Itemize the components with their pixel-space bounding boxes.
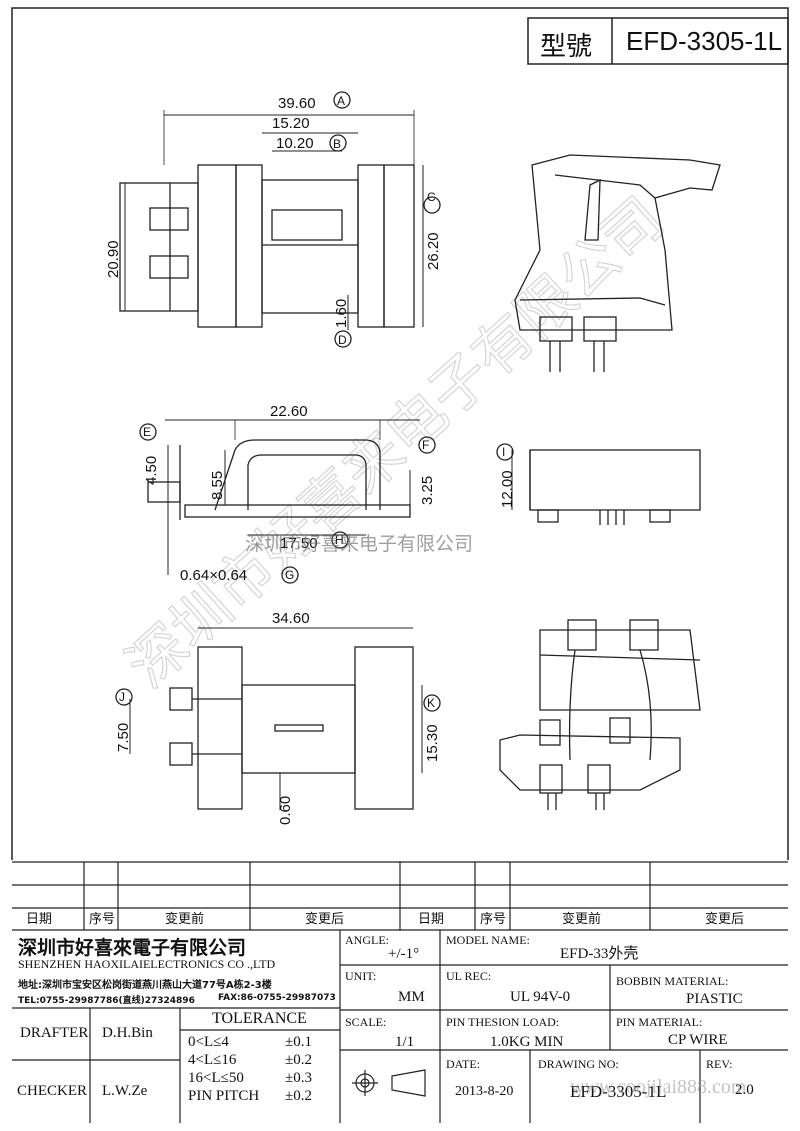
scale-label: SCALE: [345, 1015, 387, 1029]
company-name-cn: 深圳市好喜來電子有限公司 [18, 937, 247, 959]
svg-text:G: G [285, 568, 294, 582]
watermark-overlay: 深圳市好喜来电子有限公司 [245, 533, 473, 555]
dim-bottom-gap: 0.60 [277, 796, 294, 825]
pin-material-value: CP WIRE [668, 1032, 728, 1048]
dim-a: 39.60 [278, 95, 316, 112]
bobbin-material-value: PIASTIC [686, 991, 743, 1007]
side-view-right [496, 443, 701, 525]
dim-bottom-w: 34.60 [272, 610, 310, 627]
company-name-en: SHENZHEN HAOXILAIELECTRONICS CO .,LTD [18, 957, 276, 971]
company-tel: TEL:0755-29987786(直线)27324896 [18, 996, 195, 1006]
company-address: 地址:深圳市宝安区松岗街道燕川燕山大道77号A栋2-3楼 [18, 980, 272, 991]
unit-value: MM [398, 989, 425, 1005]
svg-text:E: E [143, 425, 151, 439]
dim-f: 3.25 [419, 476, 436, 505]
svg-text:I: I [502, 445, 505, 459]
side-view [139, 419, 436, 584]
company-fax: FAX:86-0755-29987073 [218, 993, 336, 1003]
drafter-value: D.H.Bin [102, 1025, 153, 1041]
dim-i: 12.00 [499, 470, 516, 508]
tolerance-range-1: 0<L≤4 [188, 1034, 229, 1050]
rev-header-after-2: 变更后 [705, 911, 745, 926]
rev-header-after-1: 变更后 [305, 911, 345, 926]
dim-b-outer: 15.20 [272, 115, 310, 132]
model-name-label: MODEL NAME: [446, 933, 530, 947]
tolerance-value-2: ±0.2 [285, 1052, 312, 1068]
tolerance-range-2: 4<L≤16 [188, 1052, 237, 1068]
scale-value: 1/1 [395, 1034, 415, 1050]
rev-header-seq-1: 序号 [89, 911, 116, 926]
dim-k: 15.30 [424, 724, 441, 762]
dim-h: 17.50 [280, 535, 318, 552]
dim-d: 1.60 [333, 299, 350, 328]
ul-rec-value: UL 94V-0 [510, 989, 571, 1005]
svg-text:H: H [335, 533, 344, 547]
bottom-view [115, 627, 441, 810]
rev-header-date-1: 日期 [26, 911, 53, 926]
svg-text:F: F [422, 438, 429, 452]
rev-value: 2.0 [735, 1082, 754, 1098]
drawing-no-label: DRAWING NO: [538, 1057, 619, 1071]
angle-value: +/-1° [388, 946, 420, 962]
rev-label: REV: [706, 1057, 733, 1071]
drafter-label: DRAFTER [20, 1025, 89, 1041]
drawing-no-value: EFD-3305-1L [570, 1082, 667, 1101]
dim-j: 7.50 [115, 723, 132, 752]
svg-text:D: D [338, 333, 347, 347]
dim-side-w: 22.60 [270, 403, 308, 420]
front-view [119, 91, 441, 348]
dim-g: 0.64×0.64 [180, 567, 247, 584]
rev-header-seq-2: 序号 [480, 911, 507, 926]
checker-value: L.W.Ze [102, 1083, 148, 1099]
svg-text:J: J [119, 690, 125, 704]
drawing-sheet: 深圳市好喜来电子有限公司 39.60 A 15.20 10.20 B C 26.… [11, 7, 789, 860]
dim-c: 26.20 [425, 232, 442, 270]
rev-header-before-1: 变更前 [165, 911, 205, 926]
tolerance-value-1: ±0.1 [285, 1034, 312, 1050]
model-value: EFD-3305-1L [626, 26, 783, 56]
isometric-view-top [514, 154, 721, 372]
tolerance-label: TOLERANCE [212, 1010, 307, 1027]
rev-header-date-2: 日期 [418, 911, 445, 926]
dim-b: 10.20 [276, 135, 314, 152]
angle-label: ANGLE: [345, 933, 389, 947]
tolerance-value-4: ±0.2 [285, 1088, 312, 1104]
svg-text:A: A [337, 94, 345, 108]
model-header-box [527, 17, 789, 65]
unit-label: UNIT: [345, 969, 377, 983]
dim-e: 4.50 [143, 456, 160, 485]
pin-material-label: PIN MATERIAL: [616, 1015, 703, 1029]
date-value: 2013-8-20 [455, 1084, 514, 1099]
tolerance-range-3: 16<L≤50 [188, 1070, 244, 1086]
model-name-value: EFD-33外壳 [560, 946, 639, 962]
projection-symbol [352, 1069, 426, 1097]
rev-header-before-2: 变更前 [562, 911, 602, 926]
dim-left-h: 20.90 [105, 240, 122, 278]
svg-text:B: B [333, 137, 341, 151]
dim-e-inner: 8.55 [209, 471, 226, 500]
site-watermark: www.coojilai888.com [570, 1076, 747, 1098]
ul-rec-label: UL REC: [446, 969, 492, 983]
bobbin-material-label: BOBBIN MATERIAL: [616, 974, 729, 988]
pin-thesion-label: PIN THESION LOAD: [446, 1015, 560, 1029]
tolerance-range-4: PIN PITCH [188, 1088, 260, 1104]
checker-label: CHECKER [17, 1083, 88, 1099]
isometric-view-bottom [499, 619, 701, 810]
model-label: 型號 [540, 32, 593, 62]
svg-text:C: C [427, 190, 436, 204]
pin-thesion-value: 1.0KG MIN [490, 1034, 564, 1050]
tolerance-value-3: ±0.3 [285, 1070, 312, 1086]
svg-text:K: K [427, 696, 435, 710]
date-label: DATE: [446, 1057, 480, 1071]
